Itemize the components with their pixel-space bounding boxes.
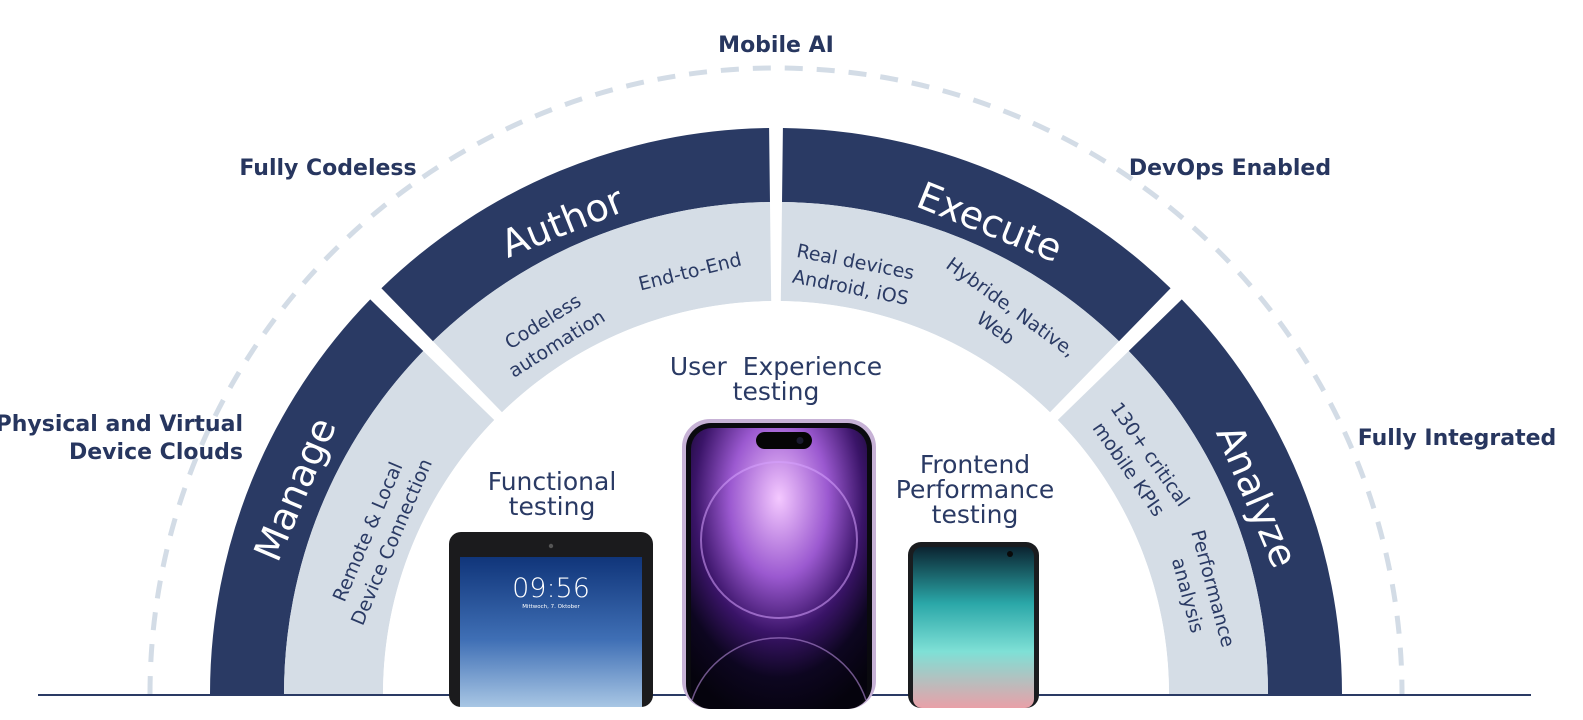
- tablet-clock: 09:56: [512, 573, 590, 604]
- manage-segment-outer: [210, 299, 424, 694]
- analyze-segment-outer: [1128, 299, 1342, 694]
- iphone-device: [682, 419, 876, 709]
- execute-segment-inner: [780, 202, 1120, 413]
- functional-testing-line1: Functional: [488, 467, 617, 496]
- ux-testing-line2: testing: [733, 377, 820, 406]
- analyze-segment-inner: [1057, 350, 1268, 694]
- fully-integrated-label: Fully Integrated: [1358, 426, 1557, 451]
- frontend-testing-line3: testing: [932, 500, 1019, 529]
- mobile-ai-label: Mobile AI: [718, 33, 834, 58]
- physical-virtual-label-line1: Physical and Virtual: [0, 412, 243, 437]
- tablet-device: 09:56 Mittwoch, 7. Oktober: [449, 532, 653, 707]
- samsung-device: [908, 542, 1039, 708]
- functional-testing-line2: testing: [509, 492, 596, 521]
- devops-enabled-label: DevOps Enabled: [1129, 156, 1331, 181]
- lifecycle-ring: [210, 128, 1342, 694]
- frontend-testing-line2: Performance: [896, 475, 1054, 504]
- manage-segment-inner: [284, 350, 495, 694]
- author-segment-inner: [432, 202, 772, 413]
- ux-testing-line1: User Experience: [670, 352, 882, 381]
- tablet-date: Mittwoch, 7. Oktober: [522, 604, 580, 610]
- physical-virtual-label-line2: Device Clouds: [69, 440, 243, 465]
- fully-codeless-label: Fully Codeless: [239, 156, 416, 181]
- execute-segment-outer: [782, 128, 1171, 342]
- author-segment-outer: [381, 128, 770, 342]
- frontend-testing-line1: Frontend: [920, 450, 1030, 479]
